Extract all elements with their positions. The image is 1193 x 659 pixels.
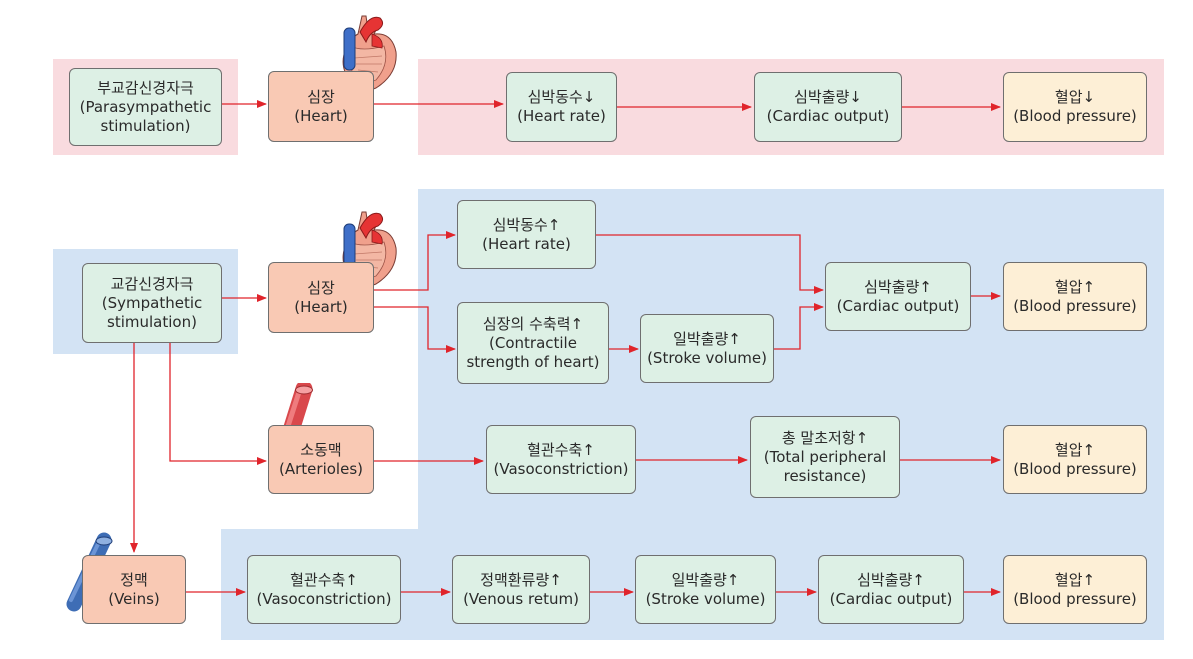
node-label-ko: 혈압↑ [1054, 440, 1096, 459]
node-label-en: (Stroke volume) [645, 589, 766, 608]
node-label-ko: 소동맥 [300, 440, 342, 459]
node-label-en2: strength of heart) [466, 352, 600, 371]
node-label-ko: 정맥 [120, 570, 148, 589]
node-label-en: (Cardiac output) [836, 296, 960, 315]
arrow-symp-to-arterioles [169, 343, 267, 465]
node-label-en: (Blood pressure) [1013, 107, 1137, 125]
blood-pressure-up-box: 혈압↑ (Blood pressure) [1003, 425, 1147, 494]
node-label-en: (Blood pressure) [1013, 589, 1137, 608]
node-label-en: (Vasoconstriction) [493, 459, 629, 478]
node-label-en2: stimulation) [107, 312, 197, 331]
blood-pressure-down-box: 혈압↓ (Blood pressure) [1003, 72, 1147, 142]
node-label-en: (Total peripheral [763, 447, 887, 466]
node-label-en: (Heart) [294, 297, 348, 316]
arterioles-box: 소동맥 (Arterioles) [268, 425, 374, 494]
node-label-ko: 심장 [307, 278, 335, 297]
node-label-en: (Arterioles) [279, 459, 363, 478]
heart-box: 심장 (Heart) [268, 71, 374, 142]
node-label-ko: 부교감신경자극 [97, 78, 194, 97]
node-label-en2: stimulation) [100, 116, 191, 135]
vasoconstriction-box: 혈관수축↑ (Vasoconstriction) [247, 555, 401, 624]
veins-box: 정맥 (Veins) [82, 555, 186, 624]
stroke-volume-up-box: 일박출량↑ (Stroke volume) [640, 314, 774, 383]
node-label-en: (Vasoconstriction) [256, 589, 392, 608]
node-label-ko: 혈관수축↑ [527, 440, 595, 459]
node-label-en: (Cardiac output) [829, 589, 953, 608]
node-label-ko: 심박동수↑ [492, 215, 561, 234]
node-label-ko: 혈압↓ [1054, 88, 1096, 106]
cardiac-output-up-box: 심박출량↑ (Cardiac output) [825, 262, 971, 331]
node-label-ko: 심박출량↑ [857, 570, 925, 589]
node-label-en2: resistance) [783, 466, 867, 485]
heart-rate-up-box: 심박동수↑ (Heart rate) [457, 200, 596, 269]
node-label-ko: 혈압↑ [1054, 277, 1096, 296]
node-label-ko: 심장의 수축력↑ [482, 314, 584, 333]
total-peripheral-resistance-box: 총 말초저항↑ (Total peripheral resistance) [750, 416, 900, 498]
node-label-ko: 혈관수축↑ [290, 570, 358, 589]
node-label-en: (Blood pressure) [1013, 459, 1137, 478]
node-label-ko: 일박출량↑ [671, 570, 740, 589]
node-label-en: (Stroke volume) [647, 348, 767, 367]
node-label-ko: 정맥환류량↑ [480, 570, 562, 589]
node-label-en: (Sympathetic [101, 293, 203, 312]
node-label-en: (Blood pressure) [1013, 296, 1137, 315]
node-label-ko: 교감신경자극 [110, 274, 194, 293]
node-label-en: (Heart rate) [517, 107, 606, 125]
contractile-strength-box: 심장의 수축력↑ (Contractile strength of heart) [457, 302, 609, 384]
heart-box: 심장 (Heart) [268, 262, 374, 333]
node-label-en: (Heart rate) [482, 234, 571, 253]
node-label-en: (Veins) [108, 589, 160, 608]
blood-pressure-up-box: 혈압↑ (Blood pressure) [1003, 262, 1147, 331]
node-label-ko: 총 말초저항↑ [781, 428, 869, 447]
venous-return-box: 정맥환류량↑ (Venous retum) [452, 555, 590, 624]
node-label-ko: 일박출량↑ [673, 329, 741, 348]
node-label-ko: 혈압↑ [1054, 570, 1096, 589]
node-label-ko: 심박동수↓ [527, 88, 596, 106]
node-label-en: (Cardiac output) [766, 107, 890, 125]
node-label-ko: 심박출량↓ [794, 88, 862, 106]
parasympathetic-stimulation-box: 부교감신경자극 (Parasympathetic stimulation) [69, 68, 222, 146]
node-label-en: (Contractile [489, 333, 577, 352]
cardiac-output-up-box: 심박출량↑ (Cardiac output) [818, 555, 964, 624]
cardiac-output-down-box: 심박출량↓ (Cardiac output) [754, 72, 902, 142]
stroke-volume-up-box: 일박출량↑ (Stroke volume) [635, 555, 776, 624]
sympathetic-stimulation-box: 교감신경자극 (Sympathetic stimulation) [82, 263, 222, 343]
vasoconstriction-box: 혈관수축↑ (Vasoconstriction) [486, 425, 636, 494]
blood-pressure-up-box: 혈압↑ (Blood pressure) [1003, 555, 1147, 624]
heart-rate-down-box: 심박동수↓ (Heart rate) [506, 72, 617, 142]
node-label-en: (Venous retum) [463, 589, 579, 608]
node-label-en: (Heart) [294, 106, 348, 125]
node-label-ko: 심박출량↑ [864, 277, 932, 296]
node-label-en: (Parasympathetic [79, 97, 212, 116]
node-label-ko: 심장 [307, 87, 335, 106]
